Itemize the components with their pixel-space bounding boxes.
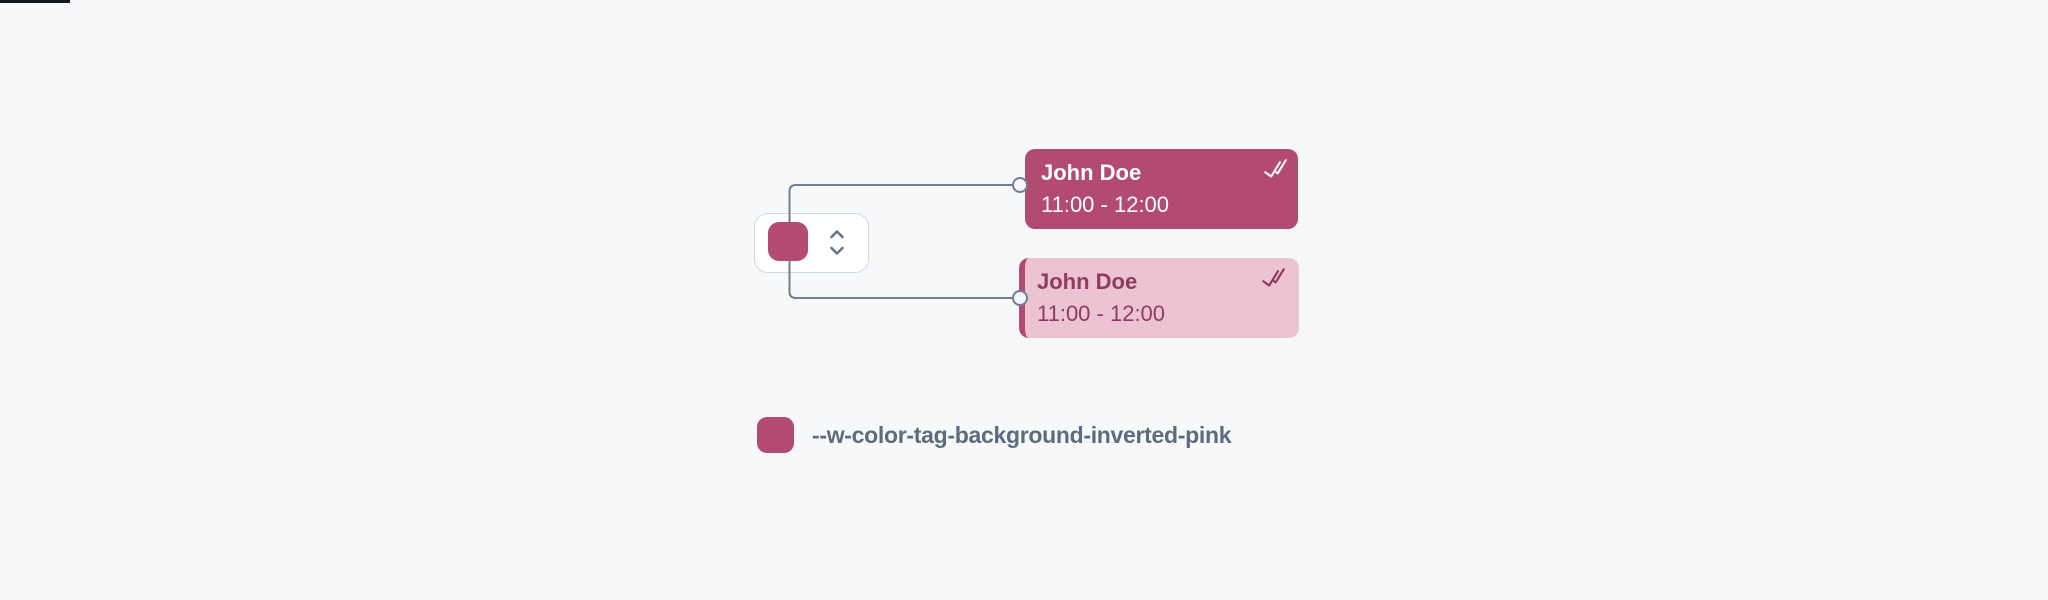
double-check-icon [1262,268,1285,287]
screen-edge-artifact [0,0,70,3]
tag-card-default[interactable]: John Doe 11:00 - 12:00 [1019,258,1299,338]
tag-time: 11:00 - 12:00 [1037,301,1166,326]
double-check-icon [1264,159,1287,178]
token-color-swatch [757,417,794,453]
tag-card-inverted[interactable]: John Doe 11:00 - 12:00 [1025,149,1298,229]
stepper-buttons [828,227,846,258]
tag-time: 11:00 - 12:00 [1041,192,1170,217]
chevron-down-icon[interactable] [828,245,846,258]
token-legend-row: --w-color-tag-background-inverted-pink [757,417,1232,453]
connector-port-bottom[interactable] [1012,290,1028,306]
selected-color-swatch[interactable] [768,222,808,261]
connector-port-top[interactable] [1012,177,1028,193]
token-name-label: --w-color-tag-background-inverted-pink [812,421,1232,448]
tag-title: John Doe [1037,269,1138,294]
chevron-up-icon[interactable] [828,227,846,240]
tag-title: John Doe [1041,160,1142,185]
